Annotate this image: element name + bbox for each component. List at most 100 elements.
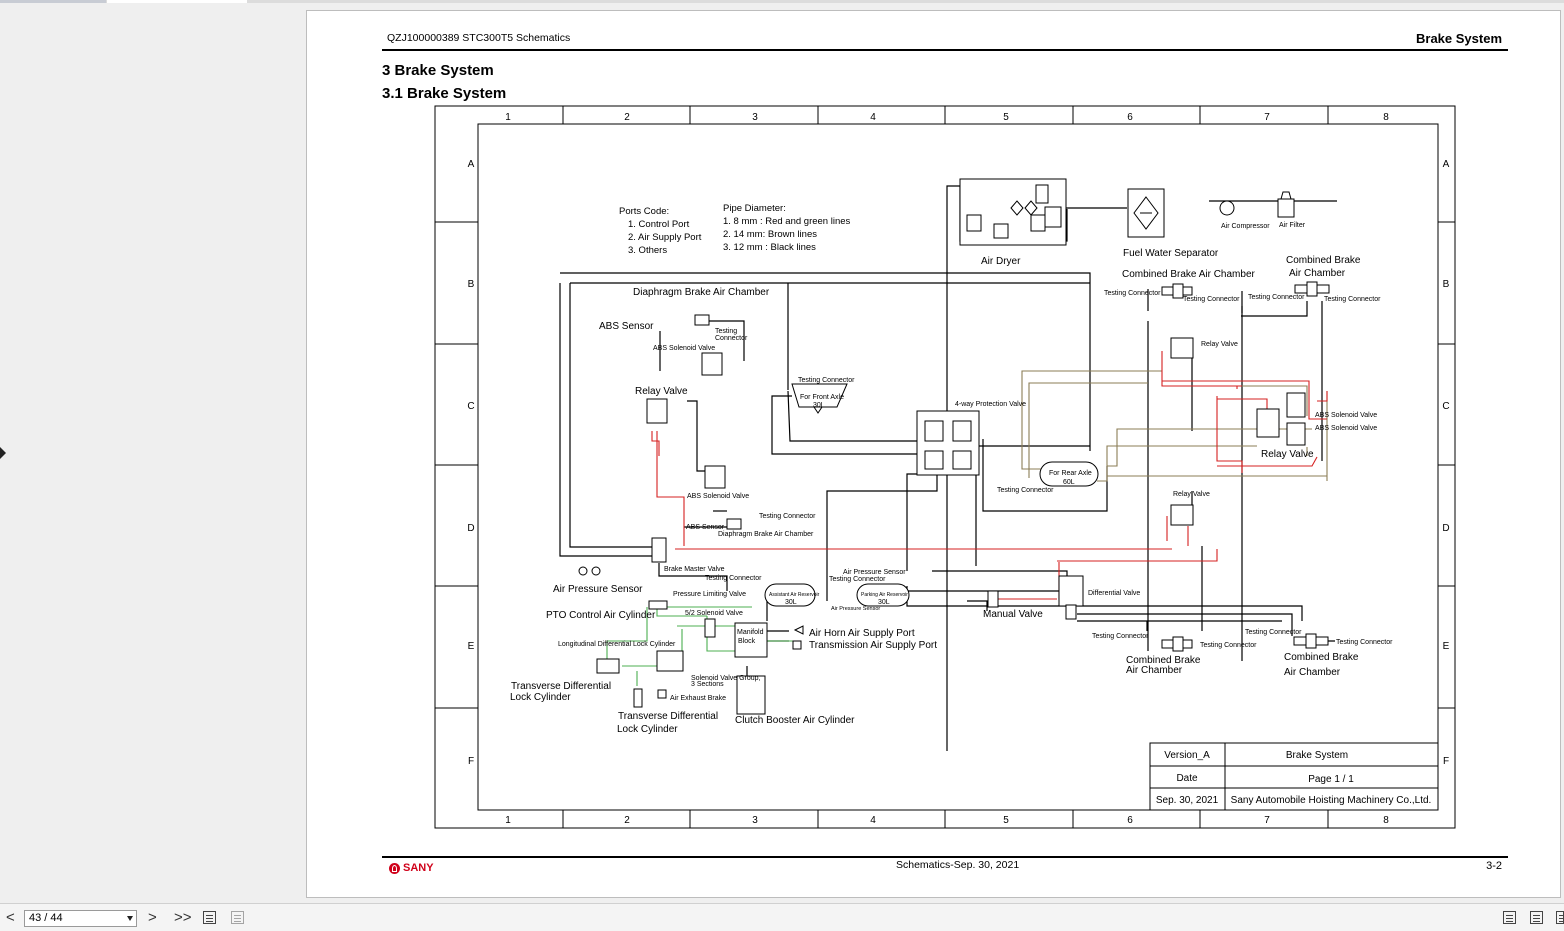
page-selector[interactable]: 43 / 44 [24, 910, 137, 927]
label-transmission-air-supply-port: Transmission Air Supply Port [809, 640, 937, 651]
col-label: 4 [870, 112, 876, 123]
label-lock-cylinder-center: Lock Cylinder [617, 724, 678, 735]
col-label: 3 [752, 112, 758, 123]
page-indicator: 43 / 44 [29, 912, 63, 924]
col-label: 1 [505, 815, 511, 826]
label-testing-connector: Testing Connector [829, 576, 886, 583]
row-label: D [1442, 523, 1449, 534]
label-rear-60l: 60L [1063, 479, 1075, 486]
sany-logo-icon [389, 862, 400, 874]
chapter-heading: 3 Brake System [382, 62, 494, 79]
label-testing-connector: Testing Connector [1245, 629, 1302, 636]
row-label: B [468, 279, 475, 290]
ports-code-item: 3. Others [628, 245, 667, 256]
label-testing-connector: Testing Connector [705, 575, 762, 582]
label-air-chamber: Air Chamber [1289, 268, 1346, 279]
single-page-view-icon[interactable] [1503, 911, 1516, 924]
row-label: D [467, 523, 474, 534]
last-page-button[interactable]: >> [174, 909, 192, 926]
row-label: E [468, 641, 475, 652]
col-label: 7 [1264, 112, 1270, 123]
label-combined-brake-lower: Combined Brake [1126, 655, 1201, 666]
col-label: 3 [752, 815, 758, 826]
row-label: F [468, 756, 474, 767]
col-label: 8 [1383, 815, 1389, 826]
label-abs-solenoid-valve: ABS Solenoid Valve [1315, 425, 1377, 432]
label-abs-sensor-small: ABS Sensor [686, 524, 725, 531]
viewer-toolbar: < 43 / 44 > >> [0, 903, 1564, 931]
label-air-horn-air-supply-port: Air Horn Air Supply Port [809, 628, 915, 639]
title-block-version: Version_A [1164, 750, 1210, 761]
label-abs-sensor: ABS Sensor [599, 321, 654, 332]
label-transverse-differential-left: Transverse Differential [511, 681, 611, 692]
footer-center-text: Schematics-Sep. 30, 2021 [896, 859, 1020, 871]
section-heading: 3.1 Brake System [382, 85, 507, 102]
sidebar-toggle-icon[interactable] [0, 447, 6, 459]
label-testing-connector: Testing Connector [1336, 639, 1393, 646]
label-lock-cylinder-left: Lock Cylinder [510, 692, 571, 703]
label-testing-connector: Testing Connector [759, 513, 816, 520]
copy-disabled-icon[interactable] [231, 911, 244, 924]
label-testing-connector: Testing Connector [1183, 296, 1240, 303]
row-label: A [1443, 159, 1450, 170]
pipe-diameter-item: 1. 8 mm : Red and green lines [723, 216, 851, 227]
label-air-compressor: Air Compressor [1221, 223, 1270, 230]
col-label: 8 [1383, 112, 1389, 123]
pipe-diameter-title: Pipe Diameter: [723, 203, 786, 214]
label-air-filter: Air Filter [1279, 222, 1306, 229]
prev-page-button[interactable]: < [6, 909, 15, 926]
label-three-sections: 3 Sections [691, 681, 724, 688]
label-for-rear-axle: For Rear Axle [1049, 470, 1092, 477]
col-label: 1 [505, 112, 511, 123]
label-testing-connector: Testing Connector [997, 487, 1054, 494]
label-combined-brake-air-chamber: Combined Brake Air Chamber [1122, 269, 1256, 280]
label-combined-brake-lower-right: Combined Brake [1284, 652, 1359, 663]
label-fuel-water-separator: Fuel Water Separator [1123, 248, 1219, 259]
ports-code-item: 2. Air Supply Port [628, 232, 702, 243]
footer-rule [382, 856, 1508, 858]
label-front-30l: 30L [813, 402, 825, 409]
title-block-title: Brake System [1286, 750, 1348, 761]
label-parking-air-reservoir: Parking Air Reservoir [861, 592, 908, 598]
col-label: 6 [1127, 112, 1133, 123]
next-page-button[interactable]: > [148, 909, 157, 926]
copy-icon[interactable] [203, 911, 216, 924]
col-label: 2 [624, 815, 630, 826]
row-label: F [1443, 756, 1449, 767]
col-label: 4 [870, 815, 876, 826]
label-air-chamber-lower-right: Air Chamber [1284, 667, 1341, 678]
tab-inactive[interactable] [0, 0, 106, 3]
title-block-company: Sany Automobile Hoisting Machinery Co.,L… [1231, 795, 1432, 806]
label-air-pressure-sensor: Air Pressure Sensor [553, 584, 643, 595]
sany-logo: SANY [389, 862, 434, 874]
row-label: E [1443, 641, 1450, 652]
label-testing-connector: Testing Connector [1324, 296, 1381, 303]
title-block-date-label: Date [1176, 773, 1198, 784]
label-relay-valve-left: Relay Valve [635, 386, 688, 397]
row-label: B [1443, 279, 1450, 290]
pipe-diameter-item: 3. 12 mm : Black lines [723, 242, 816, 253]
label-longitudinal-differential-lock-cylinder: Longitudinal Differential Lock Cylinder [558, 641, 676, 648]
document-page: QZJ100000389 STC300T5 Schematics Brake S… [306, 10, 1561, 898]
page-number: 3-2 [1486, 860, 1502, 872]
col-label: 5 [1003, 112, 1009, 123]
continuous-view-icon[interactable] [1530, 911, 1543, 924]
col-label: 5 [1003, 815, 1009, 826]
label-solenoid-valve-group: Solenoid Valve Group, [691, 675, 761, 682]
label-connector: Connector [715, 335, 748, 342]
label-manual-valve: Manual Valve [983, 609, 1043, 620]
tab-active[interactable] [107, 0, 247, 3]
label-reservoir-30l: 30L [878, 599, 890, 606]
chevron-down-icon[interactable] [127, 916, 133, 921]
two-page-view-icon[interactable] [1556, 911, 1564, 924]
label-air-dryer: Air Dryer [981, 256, 1021, 267]
label-transverse-differential-center: Transverse Differential [618, 711, 718, 722]
label-air-pressure-sensor-tiny: Air Pressure Sensor [831, 606, 880, 612]
label-manifold: Manifold [737, 629, 764, 636]
label-relay-valve-small: Relay Valve [1173, 491, 1210, 498]
label-abs-solenoid-valve: ABS Solenoid Valve [1315, 412, 1377, 419]
label-pto-control-air-cylinder: PTO Control Air Cylinder [546, 610, 656, 621]
label-air-exhaust-brake: Air Exhaust Brake [670, 695, 726, 702]
label-pressure-limiting-valve: Pressure Limiting Valve [673, 591, 746, 598]
